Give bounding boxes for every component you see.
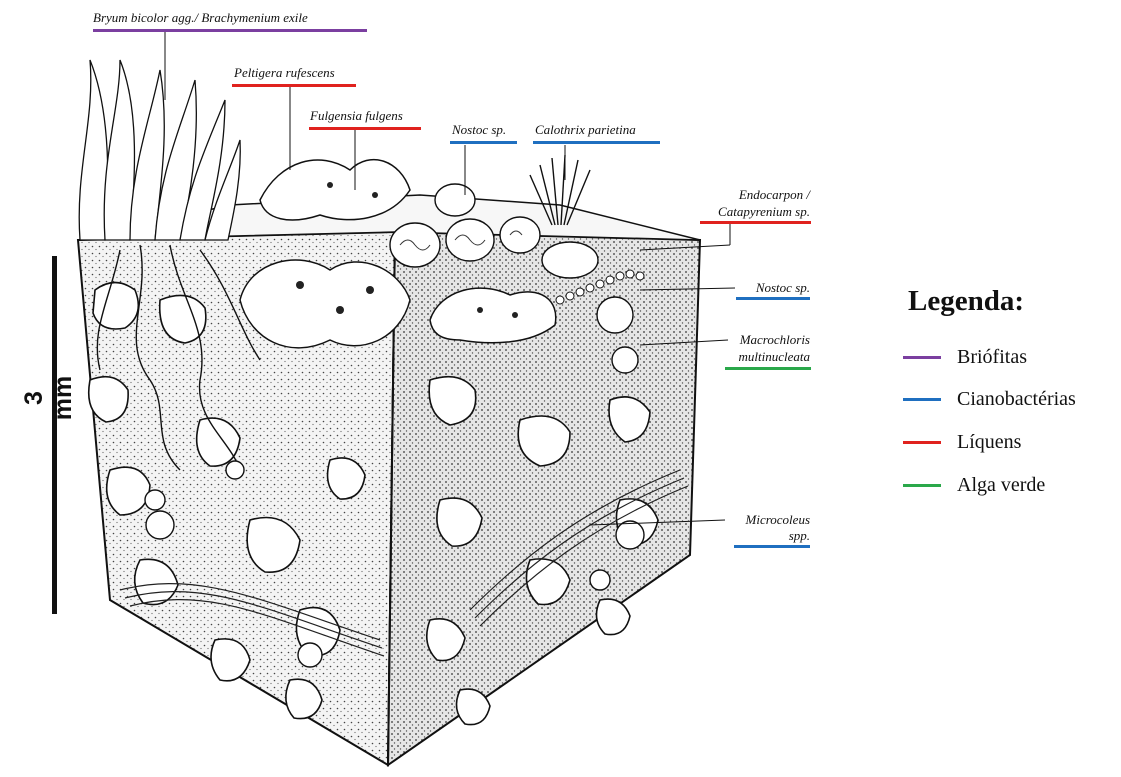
moss-tufts — [79, 60, 240, 240]
legend-label: Líquens — [957, 431, 1021, 454]
label-calothrix: Calothrix parietina — [535, 122, 636, 137]
underline-alga-verde — [725, 367, 811, 370]
underline-briofitas — [93, 29, 367, 32]
legend-label: Briófitas — [957, 346, 1027, 369]
legend-swatch — [903, 398, 941, 401]
legend-title: Legenda: — [908, 285, 1024, 318]
label-microcoleus-2: spp. — [690, 528, 810, 543]
legend-item-briofitas: Briófitas — [903, 346, 1027, 369]
underline-cianobacterias — [450, 141, 517, 144]
legend-swatch — [903, 356, 941, 359]
underline-liquens — [232, 84, 356, 87]
legend-label: Alga verde — [957, 474, 1045, 497]
legend-label: Cianobactérias — [957, 388, 1076, 411]
underline-liquens — [309, 127, 421, 130]
legend-swatch — [903, 441, 941, 444]
legend-item-alga-verde: Alga verde — [903, 474, 1045, 497]
underline-liquens — [700, 221, 811, 224]
underline-cianobacterias — [736, 297, 810, 300]
label-nostoc-right: Nostoc sp. — [690, 280, 810, 295]
label-endocarpon-2: Catapyrenium sp. — [690, 204, 810, 219]
label-peltigera: Peltigera rufescens — [234, 65, 335, 80]
scale-bar — [52, 256, 57, 614]
label-nostoc-top: Nostoc sp. — [452, 122, 506, 137]
legend-item-liquens: Líquens — [903, 431, 1021, 454]
underline-cianobacterias — [533, 141, 660, 144]
label-fulgensia: Fulgensia fulgens — [310, 108, 403, 123]
scale-label: 3 mm — [20, 368, 78, 428]
label-endocarpon-1: Endocarpon / — [690, 187, 810, 202]
label-macrochloris-1: Macrochloris — [690, 332, 810, 347]
legend-item-cianobacterias: Cianobactérias — [903, 388, 1076, 411]
label-bryum: Bryum bicolor agg./ Brachymenium exile — [93, 10, 308, 25]
legend-swatch — [903, 484, 941, 487]
label-microcoleus-1: Microcoleus — [690, 512, 810, 527]
label-macrochloris-2: multinucleata — [690, 349, 810, 364]
underline-cianobacterias — [734, 545, 810, 548]
